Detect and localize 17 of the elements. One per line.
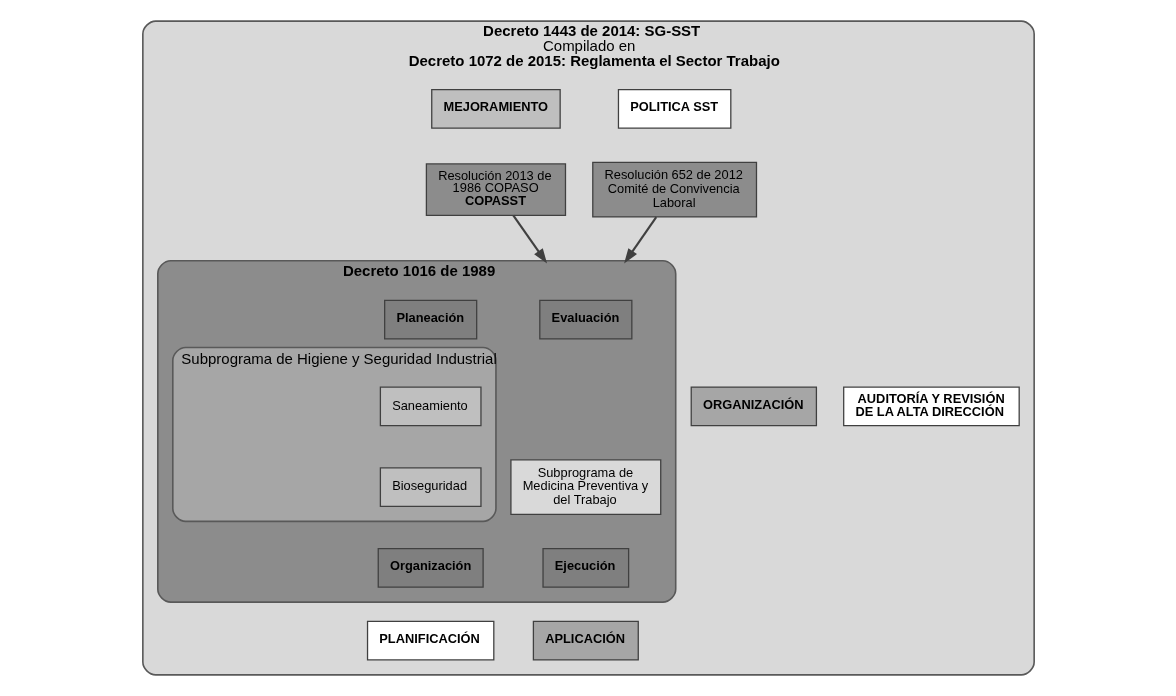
node-box: AUDITORÍA Y REVISIÓN DE LA ALTA DIRECCIÓN	[842, 386, 1020, 427]
node-box: ORGANIZACIÓN	[690, 386, 817, 427]
arrow	[511, 214, 547, 264]
node-box: PLANIFICACIÓN	[366, 620, 494, 661]
arrow	[623, 216, 657, 264]
node-box: Ejecución	[541, 548, 629, 588]
node-box: Resolución 2013 de 1986 COPASO COPASST	[425, 163, 566, 216]
node-box: Saneamiento	[379, 386, 482, 427]
node-box: Evaluación	[538, 299, 632, 340]
node-box: Bioseguridad	[379, 467, 482, 507]
node-box: MEJORAMIENTO	[430, 88, 561, 129]
node-box: Subprograma de Medicina Preventiva y del Trabajo	[509, 459, 661, 516]
node-box: Organización	[377, 548, 484, 588]
node-box: POLITICA SST	[617, 88, 731, 129]
node-box: Resolución 652 de 2012 Comité de Convivencia Laboral	[591, 161, 757, 218]
node-box: APLICACIÓN	[532, 620, 639, 661]
node-box: Planeación	[383, 299, 477, 340]
